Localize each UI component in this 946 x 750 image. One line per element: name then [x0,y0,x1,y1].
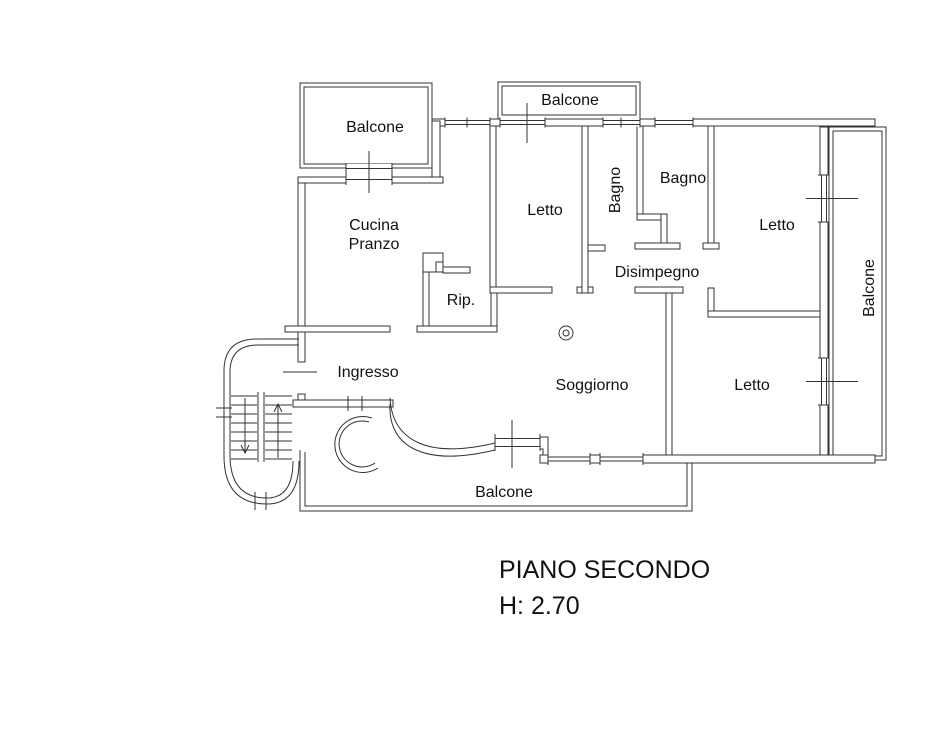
symbol-outer-circle [558,325,574,341]
wall-segment [819,404,829,464]
room-label-balcone-bottom: Balcone [475,484,533,501]
room-label-rip: Rip. [447,292,475,309]
wall-segment [489,286,553,294]
wall-segment [422,271,430,329]
room-label-disimpegno: Disimpegno [615,264,700,281]
window [548,454,590,464]
room-label-balcone-top-left: Balcone [346,119,404,136]
bay-outer-arc [389,403,496,457]
room-label-letto-bottom-right: Letto [734,377,770,394]
window [347,396,363,411]
stair-landing-door-marks [254,492,267,510]
window [654,117,694,128]
stair-down-arrow [240,398,250,455]
wall-segment [665,292,673,461]
wall-segment [297,176,306,363]
window [500,118,545,127]
window [806,357,858,406]
window [806,174,858,223]
balcony-rail [501,85,637,116]
wall-segment [634,286,684,294]
window [345,151,393,193]
wall-segment [539,454,876,464]
wall-segment [819,126,829,176]
wall-segment [431,120,441,184]
flue-symbol [422,252,444,273]
room-label-cucina-line1: Cucina [349,217,399,234]
window [547,453,591,465]
room-label-cucina-line2: Pranzo [349,236,400,253]
window [600,454,643,464]
stair-enclosure-outer [223,338,300,505]
room-label-balcone-top-middle: Balcone [541,92,599,109]
balcony-bottom [299,450,693,512]
symbol-inner-circle [562,329,570,337]
stair-treads [231,395,292,460]
wall-segment [489,125,497,294]
wall-segment [707,310,829,318]
plan-height-note: H: 2.70 [499,592,580,620]
balcony-rail [299,450,693,512]
bay-step [540,436,549,455]
wall-segment [442,266,471,274]
bay-lobe-inner [338,420,376,468]
flue-step [435,261,443,272]
room-label-bagno-top: Bagno [660,170,706,187]
wall-segment [587,244,606,252]
wall-segment [490,289,498,331]
wall-segment [636,125,644,218]
window [655,118,693,127]
window [499,117,546,128]
wall-segment [581,125,589,294]
wall-segment [284,325,391,333]
wall-segment [707,125,715,250]
windows [345,103,858,465]
stair-up-arrow [273,402,283,458]
window [599,453,644,465]
wall-segment [431,118,876,127]
wall-segment [416,325,498,333]
stairwell [216,338,317,510]
room-label-balcone-right: Balcone [861,259,878,317]
window [602,117,641,128]
room-label-ingresso: Ingresso [337,364,398,381]
stair-enclosure-inner [229,344,299,499]
stair-stringer [257,392,265,462]
room-label-letto-left: Letto [527,202,563,219]
bay-lobe-outer [334,415,379,473]
wall-segment [819,221,829,359]
bay-window [494,420,541,468]
ceiling-light-symbol [558,325,574,341]
wall-segment [292,399,394,408]
window [444,117,491,128]
wall-segment [702,242,720,250]
wall-segment [634,242,681,250]
plan-title: PIANO SECONDO [499,556,710,584]
stair-wall-break-marks [216,407,232,418]
room-label-letto-top-right: Letto [759,217,795,234]
bay-inner-arc [389,397,496,450]
balcony-rail [304,452,688,507]
bay-curve [334,397,549,473]
room-label-bagno-vertical: Bagno [607,167,624,213]
room-label-soggiorno: Soggiorno [556,377,629,394]
